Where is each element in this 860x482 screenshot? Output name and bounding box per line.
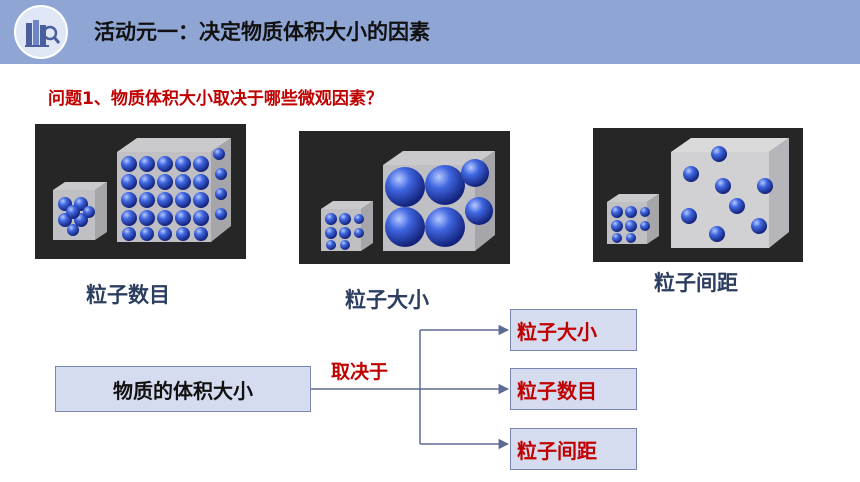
caption-particle-size: 粒子大小 (345, 288, 429, 312)
caption-particle-count: 粒子数目 (86, 283, 170, 307)
question-text: 问题1、物质体积大小取决于哪些微观因素？ (48, 89, 383, 109)
factor-particle-count: 粒子数目 (510, 368, 637, 410)
subject-box: 物质的体积大小 (55, 366, 311, 412)
particle-size-cubes-image (299, 131, 510, 264)
caption-particle-spacing: 粒子间距 (654, 271, 738, 295)
relation-label: 取决于 (331, 361, 389, 383)
header-bar: 活动元一：决定物质体积大小的因素 (0, 0, 860, 64)
books-magnifier-icon (14, 5, 68, 59)
factor-particle-size: 粒子大小 (510, 309, 637, 351)
page-title: 活动元一：决定物质体积大小的因素 (94, 20, 430, 44)
particle-count-cubes-image (35, 124, 246, 259)
particle-spacing-cubes-image (593, 128, 803, 262)
factor-particle-spacing: 粒子间距 (510, 428, 637, 470)
